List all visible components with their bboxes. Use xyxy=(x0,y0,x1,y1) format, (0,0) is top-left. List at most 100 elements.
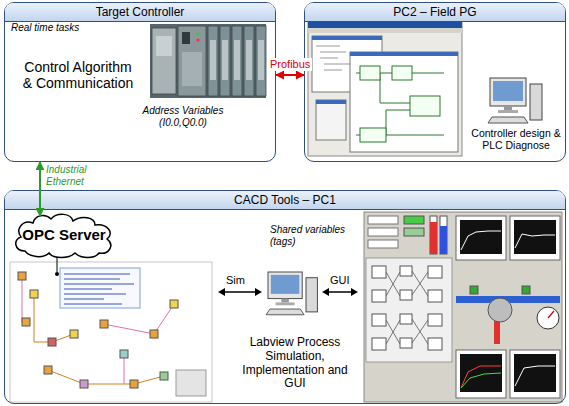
cloud-label-holder: OPC Server xyxy=(11,213,117,257)
labview-block-diagram-part xyxy=(120,350,128,358)
labview-block-diagram-part xyxy=(100,320,108,328)
labview-front-panel-part xyxy=(430,216,437,254)
free-label-box: GUI xyxy=(330,274,360,287)
plc-rack-part xyxy=(182,52,202,86)
plc-rack-part xyxy=(258,40,264,80)
labview-block-diagram-part xyxy=(64,294,126,295)
double-arrow-part xyxy=(351,288,358,296)
labview-front-panel-part xyxy=(440,216,447,254)
computer-icon-part xyxy=(488,117,528,123)
step7-screenshot-part xyxy=(308,28,462,33)
labview-block-diagram-part xyxy=(160,372,168,380)
panel-title: Target Controller xyxy=(5,3,275,21)
computer-icon-part xyxy=(490,78,526,106)
labview-block-diagram-part xyxy=(64,299,104,300)
labview-front-panel-part xyxy=(470,286,478,294)
labview-block-diagram-part xyxy=(18,272,26,280)
node-title: OPC Server xyxy=(22,226,105,243)
labview-front-panel-part xyxy=(400,290,412,300)
labview-front-panel-part xyxy=(404,228,424,236)
step7-screenshot-part xyxy=(360,66,380,80)
labview-block-diagram-part xyxy=(22,280,26,322)
labview-block-diagram-part xyxy=(57,257,58,272)
labview-front-panel-part xyxy=(372,314,386,326)
plc-rack-part xyxy=(208,26,218,96)
free-label-box: Labview Process Simulation, Implementati… xyxy=(230,336,360,391)
step7-screenshot-part xyxy=(350,52,458,56)
labview-block-diagram-part xyxy=(64,274,130,275)
plc-rack-part xyxy=(196,32,199,35)
step7-screenshot-part xyxy=(308,22,462,28)
labview-block-diagram-part xyxy=(10,262,212,402)
labview-front-panel-part xyxy=(400,314,412,324)
labview-front-panel-part xyxy=(515,366,555,386)
labview-front-panel-part xyxy=(428,290,442,302)
labview-front-panel-part xyxy=(514,354,556,392)
labview-front-panel-part xyxy=(428,266,442,278)
plc-rack-part xyxy=(234,40,240,80)
labview-front-panel-part xyxy=(368,216,398,224)
double-arrow-part xyxy=(222,291,258,293)
step7-screenshot-part xyxy=(410,96,440,116)
free-label: GUI xyxy=(330,274,360,287)
labview-block-diagram-part xyxy=(176,370,206,396)
panel-title: CACD Tools – PC1 xyxy=(5,191,565,209)
edge-label: Industrial Ethernet xyxy=(44,164,106,187)
connector xyxy=(276,74,304,76)
step7-screenshot-part xyxy=(320,58,338,59)
panel-text-box: Real time tasks xyxy=(11,22,121,34)
labview-front-panel-part xyxy=(515,234,555,248)
labview-front-panel-part xyxy=(460,220,502,254)
double-arrow xyxy=(218,288,262,296)
labview-front-panel-part xyxy=(510,350,560,398)
panel-title: PC2 – Field PG xyxy=(305,3,565,21)
labview-front-panel-part xyxy=(460,354,502,392)
step7-screenshot-part xyxy=(324,70,342,71)
labview-block-diagram-part xyxy=(70,330,78,338)
plc-rack-part xyxy=(256,26,266,96)
labview-front-panel-part xyxy=(440,226,447,254)
step7-screenshot-part xyxy=(392,66,412,80)
labview-front-panel-part xyxy=(372,338,386,350)
labview-block-diagram-part xyxy=(64,304,122,305)
computer-icon-part xyxy=(530,84,542,120)
labview-block-diagram-part xyxy=(34,298,74,342)
plc-rack xyxy=(150,24,266,98)
plc-rack-part xyxy=(196,38,199,41)
labview-block-diagram-part xyxy=(130,380,138,388)
panel-text-box: Control Algorithm & Communication xyxy=(19,59,137,91)
panel-header: Target Controller xyxy=(5,3,275,22)
plc-rack-part xyxy=(210,40,216,80)
labview-block-diagram-part xyxy=(48,338,56,346)
computer-icon xyxy=(488,78,542,123)
labview-front-panel-part xyxy=(456,350,506,398)
cloud-path xyxy=(16,214,111,257)
panel-text: Address Variables (I0.0,Q0.0) xyxy=(131,105,235,128)
labview-block-diagram-part xyxy=(22,318,30,326)
step7-screenshot-part xyxy=(308,22,462,156)
double-arrow xyxy=(322,288,358,296)
panel-box: PC2 – Field PGController design & PLC Di… xyxy=(304,2,566,162)
labview-block-diagram-part xyxy=(44,366,52,374)
plc-rack-part xyxy=(156,36,172,56)
step7-screenshot-part xyxy=(356,73,444,135)
step7-screenshot-part xyxy=(316,100,346,140)
panel-box: Target ControllerReal time tasksControl … xyxy=(4,2,276,162)
double-arrow-part xyxy=(322,288,329,296)
labview-front-panel-part xyxy=(400,338,412,348)
labview-front-panel-part xyxy=(368,228,398,236)
free-label-box: Sim xyxy=(226,274,256,287)
step7-screenshot-part xyxy=(316,46,340,47)
computer-icon-part xyxy=(306,278,317,312)
step7-screenshot-part xyxy=(312,36,382,40)
labview-front-panel-part xyxy=(522,286,530,294)
computer-icon-part xyxy=(266,309,304,315)
labview-block-diagram-part xyxy=(80,380,88,388)
computer-icon-part xyxy=(271,275,300,294)
cloud-node: OPC Server xyxy=(11,213,117,257)
labview-front-panel-part xyxy=(368,240,398,248)
labview-front-panel-part xyxy=(537,307,559,329)
labview-front-panel-part xyxy=(548,311,554,318)
labview-front-panel-part xyxy=(461,366,501,388)
labview-front-panel-part xyxy=(386,271,428,344)
